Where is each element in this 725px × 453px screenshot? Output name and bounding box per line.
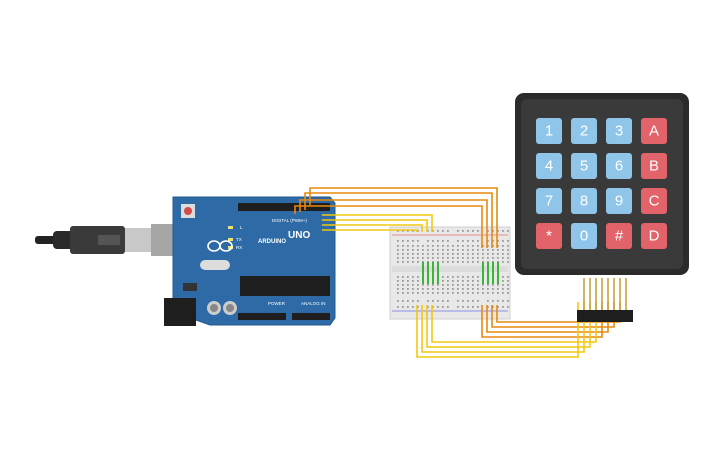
keypad-key-A[interactable]: A [641,118,667,144]
breadboard[interactable] [389,226,511,320]
keypad-connector[interactable] [577,278,633,322]
keypad-key-label: A [649,123,659,140]
keypad-key-#[interactable]: # [606,223,632,249]
keypad-key-label: 9 [615,193,623,210]
pin-l-label: L [240,225,243,230]
power-header [238,313,286,320]
keypad-key-label: 2 [580,123,588,140]
power-jack [164,298,196,326]
keypad-key-6[interactable]: 6 [606,153,632,179]
analog-label: ANALOG IN [301,301,326,306]
keypad-4x4[interactable]: 1 2 3 A 4 5 6 B 7 8 9 C * 0 # D [515,93,689,275]
crystal-oscillator [200,260,230,270]
usb-cable-icon[interactable] [35,224,179,256]
keypad-key-8[interactable]: 8 [571,188,597,214]
keypad-key-label: * [546,228,552,245]
keypad-key-*[interactable]: * [536,223,562,249]
digital-label: DIGITAL (PWM~) [272,218,307,223]
keypad-key-1[interactable]: 1 [536,118,562,144]
keypad-key-B[interactable]: B [641,153,667,179]
keypad-key-label: 1 [545,123,553,140]
analog-header [292,313,330,320]
arduino-uno-board[interactable]: ARDUINO UNO DIGITAL (PWM~) POWER ANALOG … [164,196,336,326]
keypad-key-label: B [649,158,659,175]
keypad-key-label: 6 [615,158,623,175]
keypad-key-9[interactable]: 9 [606,188,632,214]
arduino-infinity-logo-icon [207,240,233,252]
keypad-key-5[interactable]: 5 [571,153,597,179]
keypad-key-label: C [649,193,660,210]
board-brand-label: ARDUINO [258,239,286,245]
pin-rx-label: RX [236,245,242,250]
digital-header [238,203,330,211]
keypad-key-label: 4 [545,158,553,175]
keypad-key-C[interactable]: C [641,188,667,214]
keypad-key-label: D [649,228,660,245]
power-label: POWER [268,301,286,306]
keypad-key-0[interactable]: 0 [571,223,597,249]
keypad-key-3[interactable]: 3 [606,118,632,144]
keypad-key-label: 3 [615,123,623,140]
pin-tx-label: TX [236,237,242,242]
keypad-key-D[interactable]: D [641,223,667,249]
keypad-key-2[interactable]: 2 [571,118,597,144]
microcontroller-chip [240,276,330,296]
keypad-key-label: 7 [545,193,553,210]
keypad-key-label: 5 [580,158,588,175]
keypad-key-label: 0 [580,228,588,245]
keypad-key-label: # [615,228,624,245]
keypad-key-4[interactable]: 4 [536,153,562,179]
keypad-key-label: 8 [580,193,588,210]
breadboard-jumper-wires [422,262,499,284]
keypad-key-7[interactable]: 7 [536,188,562,214]
board-model-label: UNO [288,230,310,241]
